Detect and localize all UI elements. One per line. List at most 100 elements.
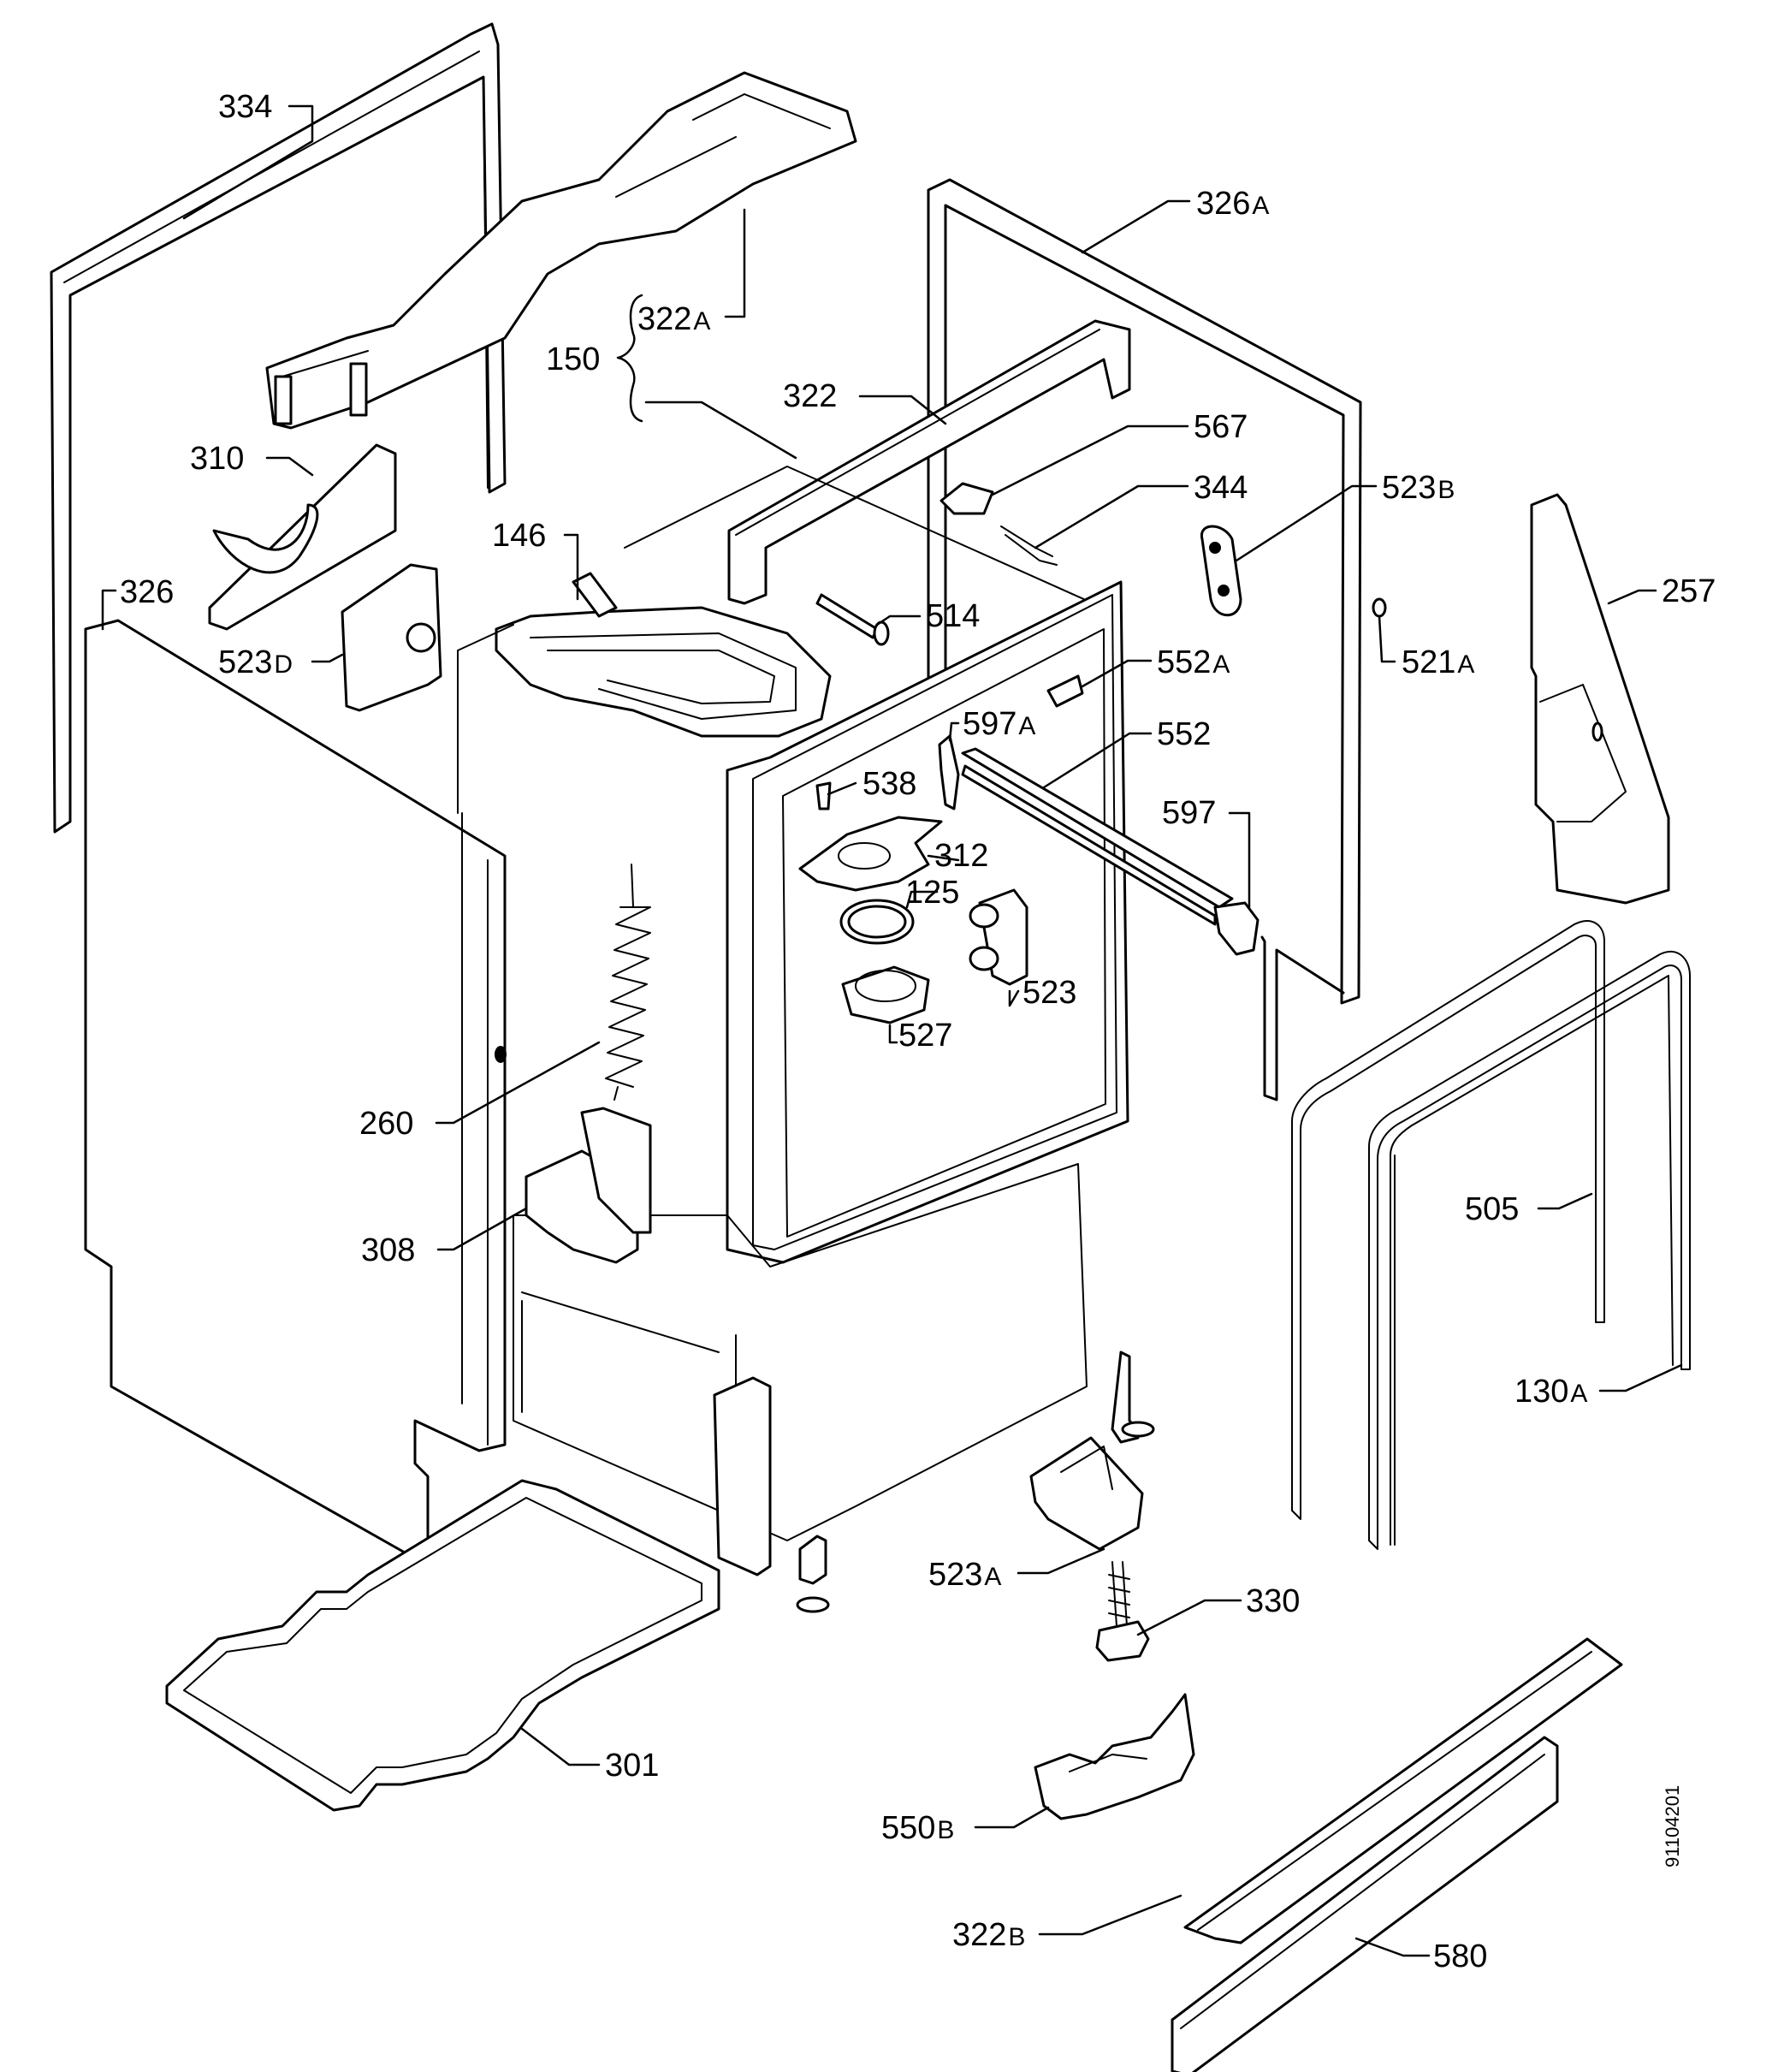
- part-130a-seal: [1368, 950, 1691, 1550]
- part-125-o-ring: [839, 899, 915, 945]
- label-567: 567: [1194, 409, 1248, 445]
- label-326a: 326A: [1196, 186, 1269, 222]
- label-146: 146: [492, 518, 546, 554]
- leader-257: [1607, 589, 1657, 605]
- leader-308: [436, 1207, 528, 1251]
- label-514: 514: [926, 598, 980, 634]
- leader-523: [1008, 989, 1020, 1007]
- label-552a: 552A: [1157, 644, 1230, 680]
- part-527-nut: [841, 965, 930, 1024]
- leader-260: [435, 1041, 601, 1125]
- part-523b-grommet: [1200, 525, 1242, 617]
- part-322b-trim-rail: [1183, 1637, 1623, 1944]
- leader-125: [905, 890, 939, 909]
- label-550b: 550B: [881, 1810, 954, 1846]
- leader-505: [1537, 1192, 1593, 1210]
- leader-523d: [311, 653, 344, 663]
- part-580-kick-plate: [1171, 1736, 1559, 2072]
- label-523d: 523D: [218, 644, 293, 680]
- label-580: 580: [1433, 1938, 1487, 1974]
- part-514-pin: [815, 593, 890, 646]
- part-538-screw: [815, 781, 832, 810]
- leader-312: [927, 854, 960, 862]
- part-326-door-panel: [84, 619, 507, 1558]
- part-523-connector: [969, 888, 1028, 986]
- label-344: 344: [1194, 470, 1248, 506]
- part-301-base-tray: [165, 1479, 720, 1812]
- label-538: 538: [862, 766, 916, 802]
- label-322a: 322A: [637, 301, 710, 337]
- part-552a-knob: [1046, 674, 1084, 708]
- leader-597a: [948, 721, 960, 742]
- leader-523a: [1017, 1547, 1105, 1575]
- label-552: 552: [1157, 716, 1211, 752]
- part-521a-ring: [1372, 597, 1387, 618]
- leader-538: [827, 781, 857, 796]
- part-552-rail: [961, 747, 1234, 926]
- part-260-spring: [605, 864, 651, 1101]
- inner-door-frame: [726, 580, 1129, 1264]
- label-150: 150: [546, 341, 600, 377]
- leader-310: [265, 456, 314, 477]
- label-310: 310: [190, 441, 244, 477]
- label-322b: 322B: [952, 1917, 1025, 1953]
- label-301: 301: [605, 1748, 659, 1784]
- label-257: 257: [1662, 573, 1716, 609]
- label-326: 326: [120, 574, 174, 610]
- leader-514: [875, 614, 922, 626]
- part-550b-bracket: [1034, 1693, 1195, 1820]
- part-597-clip: [1213, 901, 1260, 956]
- label-125: 125: [905, 875, 959, 911]
- document-id: 91104201: [1662, 1785, 1683, 1867]
- leader-334: [182, 104, 314, 220]
- label-330: 330: [1246, 1583, 1300, 1619]
- leader-597: [1228, 811, 1251, 909]
- part-257-insulation: [1530, 493, 1670, 905]
- leader-146: [563, 533, 579, 601]
- leader-150: [644, 401, 797, 460]
- part-310-cover: [208, 443, 397, 631]
- leader-552a: [1081, 659, 1153, 688]
- base-frame: [513, 1163, 1155, 1613]
- leader-326a: [1081, 199, 1191, 254]
- leader-lines: [101, 104, 1683, 1957]
- label-527: 527: [898, 1018, 952, 1054]
- part-322-top-rail: [727, 319, 1131, 605]
- label-312: 312: [934, 838, 988, 874]
- label-597a: 597A: [963, 706, 1035, 742]
- label-308: 308: [361, 1232, 415, 1268]
- label-505: 505: [1465, 1191, 1519, 1227]
- part-labels: 334 322A 150 322 326A 310 567 344 523B 1…: [120, 89, 1716, 1974]
- leader-130a: [1598, 1363, 1683, 1392]
- label-334: 334: [218, 89, 272, 125]
- label-523a: 523A: [928, 1557, 1001, 1593]
- leader-330: [1136, 1599, 1242, 1636]
- part-523d-seal-plate: [341, 563, 442, 712]
- label-523b: 523B: [1382, 470, 1455, 506]
- leader-326: [101, 589, 117, 631]
- leader-301: [520, 1727, 601, 1766]
- part-567-clip: [939, 482, 994, 515]
- leader-580: [1354, 1937, 1431, 1957]
- part-330-foot-screw: [1095, 1561, 1150, 1662]
- leader-523b: [1235, 484, 1378, 562]
- leader-150-bracket: [616, 294, 643, 423]
- leader-344: [1034, 484, 1189, 549]
- part-322a-bracket: [265, 71, 857, 430]
- label-521a: 521A: [1402, 644, 1474, 680]
- leader-552: [1042, 732, 1153, 789]
- label-130a: 130A: [1514, 1374, 1587, 1410]
- part-334-frame: [50, 22, 507, 834]
- part-505-gasket: [1291, 920, 1605, 1520]
- leader-550b: [974, 1806, 1050, 1829]
- part-523a-foot-bracket: [1029, 1436, 1144, 1551]
- part-312-spray-cover: [798, 816, 943, 892]
- part-308-hinge: [525, 1107, 652, 1264]
- label-322: 322: [783, 378, 837, 414]
- part-146-heating-tube: [495, 572, 832, 738]
- leader-521a: [1378, 614, 1396, 663]
- leader-527: [888, 1024, 898, 1044]
- label-597: 597: [1162, 795, 1216, 831]
- leader-567: [991, 424, 1189, 496]
